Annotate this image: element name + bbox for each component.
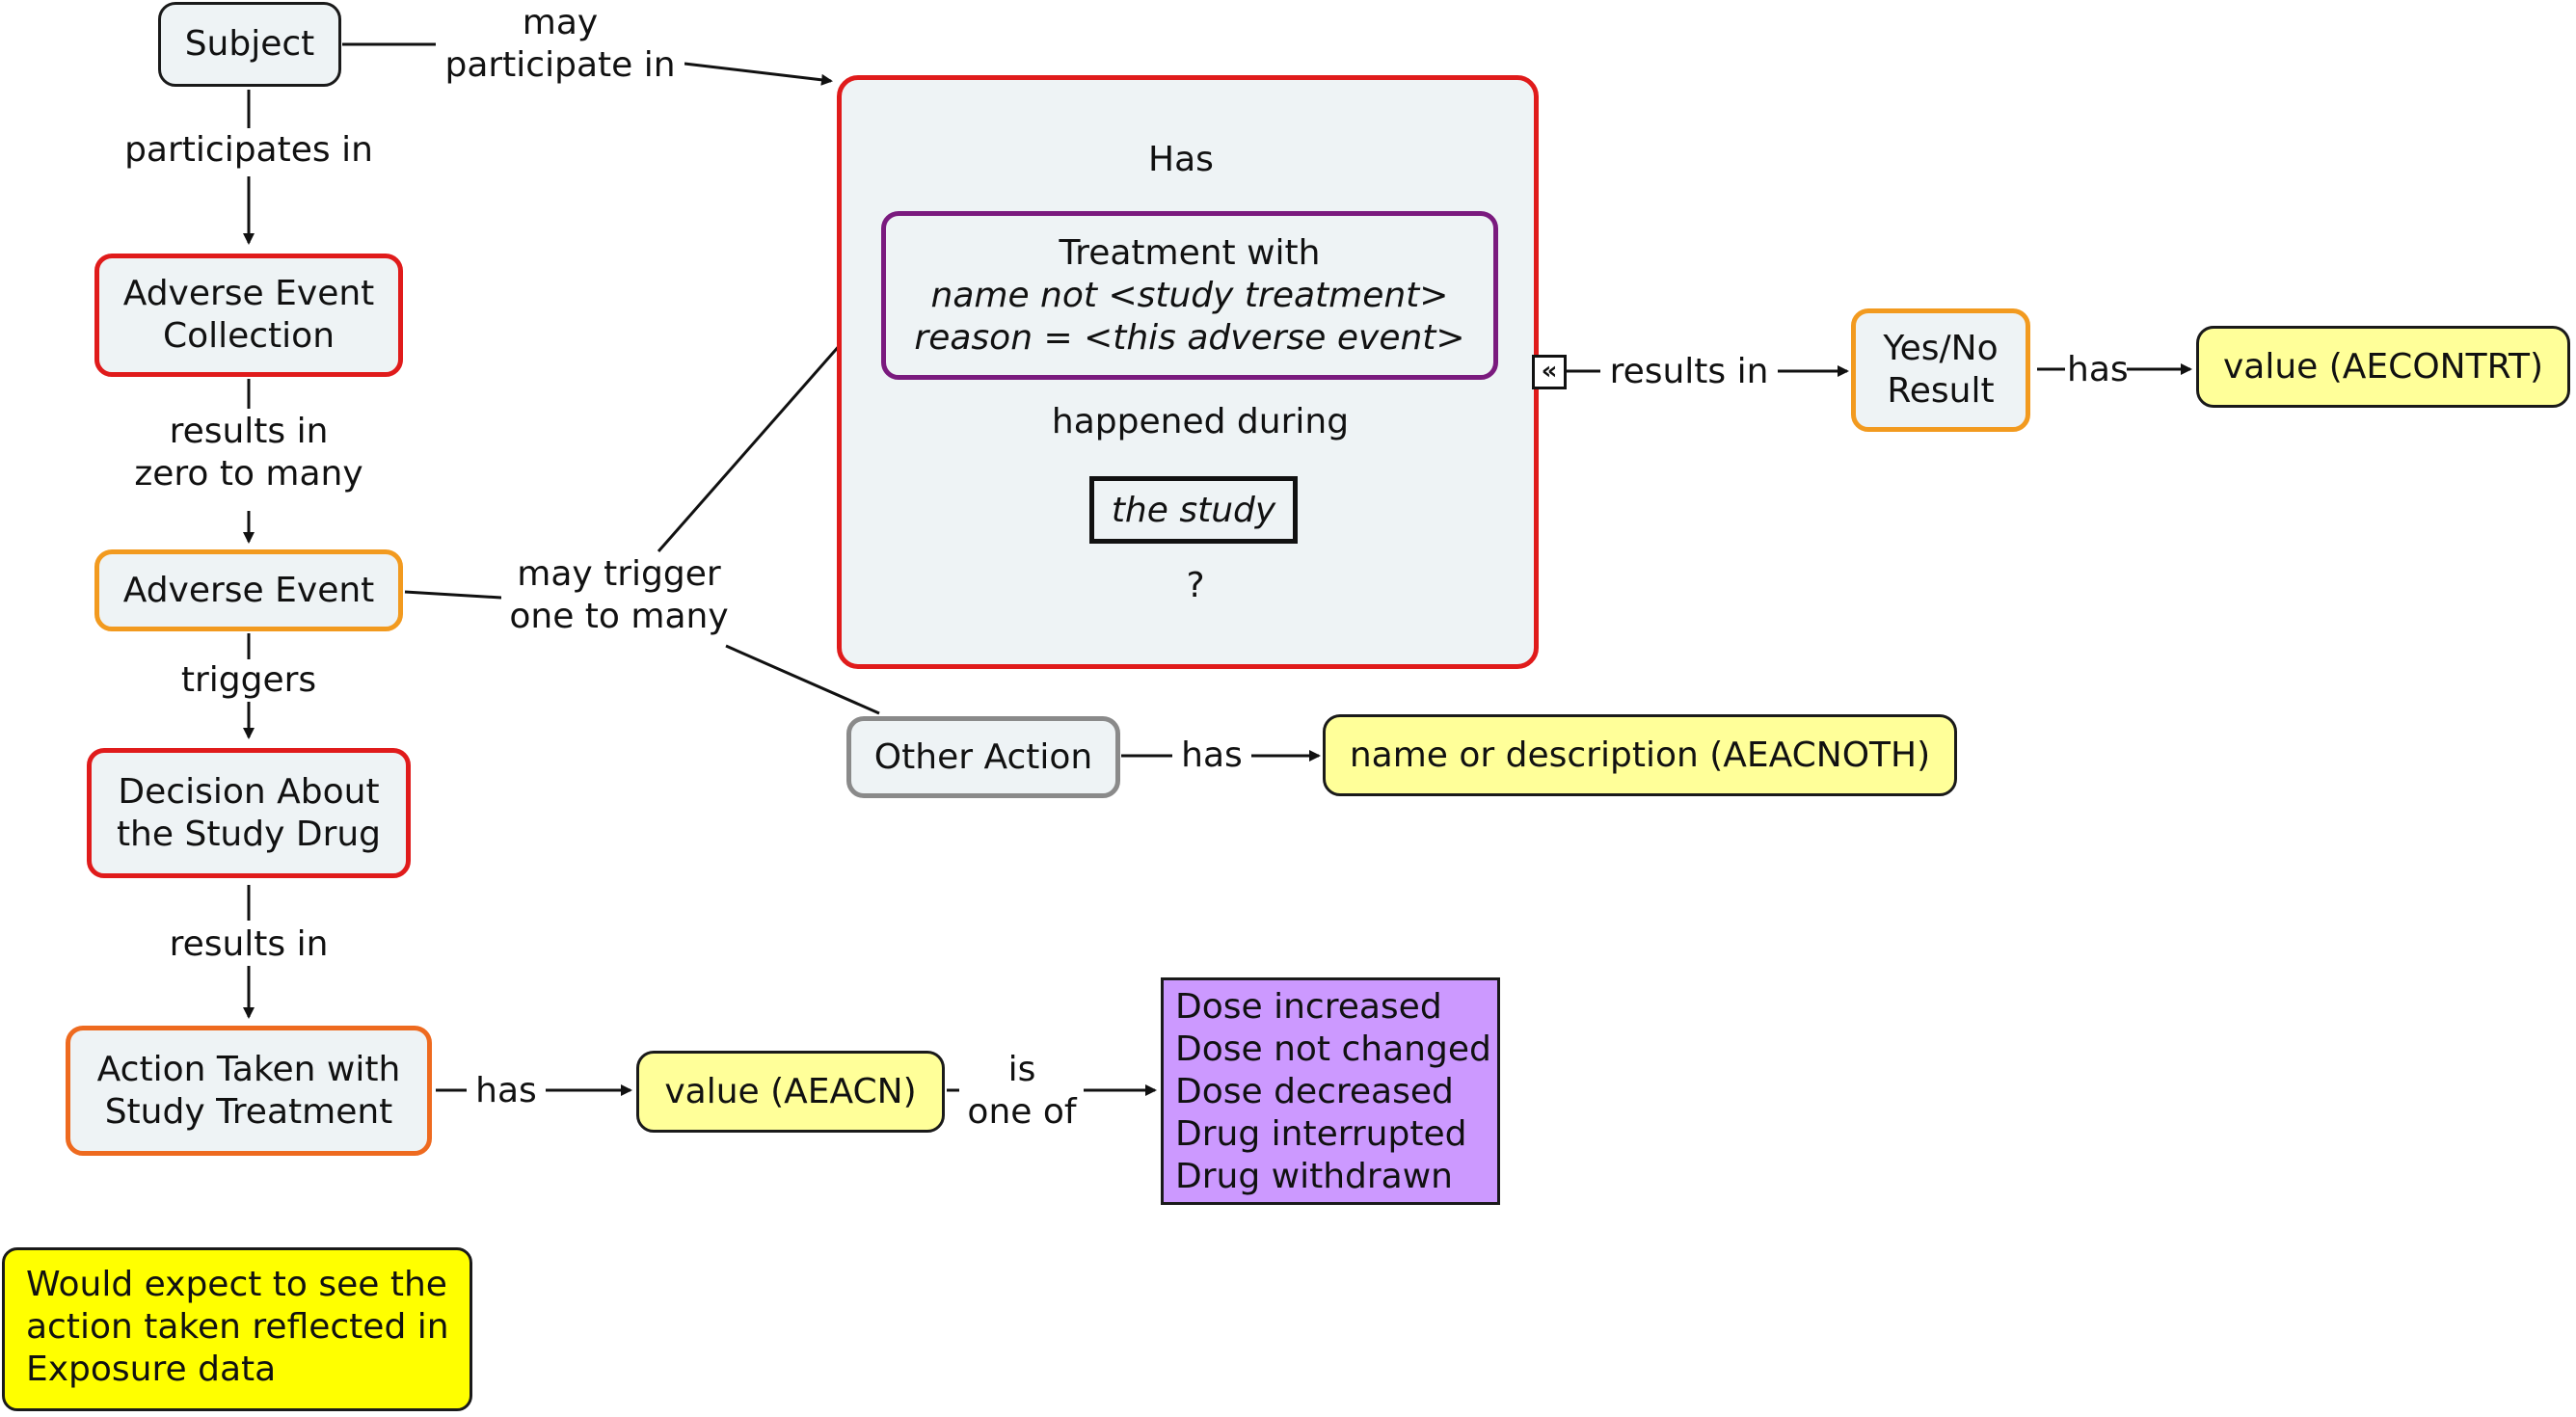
yes-no-line-2: Result <box>1887 371 1995 411</box>
value-aeacn-label: value (AEACN) <box>664 1071 917 1111</box>
adverse-event-label: Adverse Event <box>122 570 375 610</box>
line-ae-to-trigger <box>404 590 502 600</box>
ae-collection-line-2: Collection <box>162 316 335 356</box>
happened-during-label: happened during <box>1051 402 1350 441</box>
list-item: Dose increased <box>1175 987 1442 1027</box>
name-description-node[interactable]: name or description (AEACNOTH) <box>1323 714 1957 796</box>
the-study-label: the study <box>1111 490 1276 530</box>
other-action-label: Other Action <box>873 736 1093 777</box>
link-has-aecontrt: has <box>2067 349 2129 391</box>
the-study-node[interactable]: the study <box>1089 476 1298 544</box>
other-action-node[interactable]: Other Action <box>846 716 1120 798</box>
subject-label: Subject <box>184 24 315 64</box>
name-description-label: name or description (AEACNOTH) <box>1349 735 1931 775</box>
ae-collection-node[interactable]: Adverse Event Collection <box>94 254 403 377</box>
decision-line-1: Decision About <box>118 771 380 812</box>
note-line-1: Would expect to see the <box>26 1265 447 1304</box>
adverse-event-node[interactable]: Adverse Event <box>94 549 403 631</box>
subject-node[interactable]: Subject <box>158 2 341 87</box>
action-taken-line-1: Action Taken with <box>96 1049 401 1089</box>
note-line-3: Exposure data <box>26 1350 277 1389</box>
value-aecontrt-label: value (AECONTRT) <box>2222 346 2543 387</box>
link-results-in-action: results in <box>152 923 345 966</box>
value-aeacn-node[interactable]: value (AEACN) <box>636 1051 945 1133</box>
note-line-2: action taken reflected in <box>26 1307 449 1347</box>
group-has-label: Has <box>1148 140 1214 179</box>
link-triggers: triggers <box>172 659 326 702</box>
value-aecontrt-node[interactable]: value (AECONTRT) <box>2196 326 2570 408</box>
link-results-in-yesno: results in <box>1602 351 1776 393</box>
link-has-other: has <box>1174 735 1249 777</box>
ae-collection-line-1: Adverse Event <box>122 274 375 313</box>
decision-node[interactable]: Decision About the Study Drug <box>87 748 411 878</box>
list-item: Drug interrupted <box>1175 1114 1467 1154</box>
action-taken-line-2: Study Treatment <box>104 1091 393 1132</box>
list-item: Dose not changed <box>1175 1029 1491 1069</box>
yes-no-result-node[interactable]: Yes/No Result <box>1851 308 2030 432</box>
note-exposure: Would expect to see the action taken ref… <box>2 1247 472 1411</box>
link-participates-in: participates in <box>114 129 384 172</box>
list-item: Dose decreased <box>1175 1072 1454 1111</box>
decision-line-2: the Study Drug <box>116 814 382 854</box>
treatment-line-3: reason = <this adverse event> <box>914 317 1465 358</box>
expand-icon[interactable]: « <box>1532 355 1567 389</box>
yes-no-line-1: Yes/No <box>1883 329 1999 368</box>
arrow-to-group <box>684 62 833 86</box>
link-has-aeacn: has <box>469 1070 544 1112</box>
list-item: Drug withdrawn <box>1175 1157 1453 1196</box>
action-taken-node[interactable]: Action Taken with Study Treatment <box>66 1026 432 1156</box>
dose-options-list: Dose increased Dose not changed Dose dec… <box>1161 977 1500 1205</box>
question-label: ? <box>1186 566 1205 605</box>
treatment-node[interactable]: Treatment with name not <study treatment… <box>881 211 1498 380</box>
treatment-line-1: Treatment with <box>1059 232 1321 273</box>
treatment-line-2: name not <study treatment> <box>930 275 1449 315</box>
